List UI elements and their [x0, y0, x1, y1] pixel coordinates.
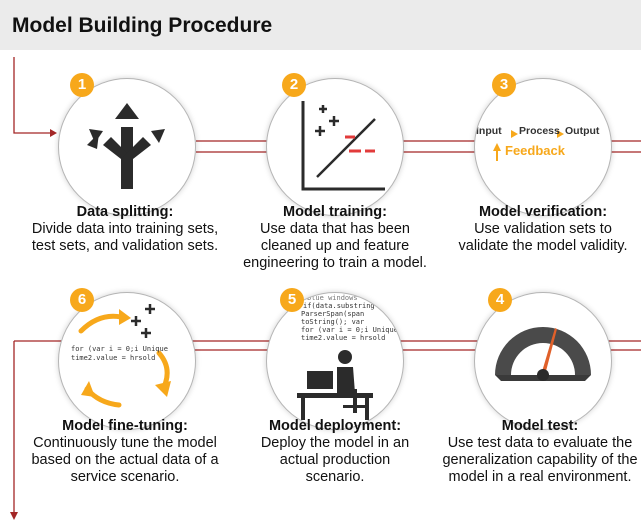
step-3-circle: Input Process Output Feedback	[474, 78, 612, 216]
step-4-text: Model test: Use test data to evaluate th…	[440, 418, 640, 486]
step-6-code-line-1: for (var i = 0;i Unique	[71, 345, 168, 353]
step-6-code-line-2: time2.value = hrsold	[71, 354, 156, 362]
header-bar: Model Building Procedure	[0, 0, 641, 50]
step-1-title: Data splitting:	[76, 204, 174, 220]
step-5-badge: 5	[280, 288, 304, 312]
step-2-description: Use data that has been cleaned up and fe…	[243, 221, 427, 271]
step-6-text: Model fine-tuning: Continuously tune the…	[30, 418, 220, 486]
step-6-description: Continuously tune the model based on the…	[31, 435, 219, 485]
step-6-badge: 6	[70, 288, 94, 312]
flow-feedback-label: Feedback	[505, 143, 565, 158]
step-3-description: Use validation sets to validate the mode…	[458, 221, 628, 254]
step-3-title: Model verification:	[478, 204, 608, 220]
entry-connector	[13, 57, 50, 134]
step-2-circle	[266, 78, 404, 216]
gauge-icon	[495, 327, 591, 381]
step-1-circle	[58, 78, 196, 216]
step-3-badge: 3	[492, 73, 516, 97]
step-6-title: Model fine-tuning:	[62, 418, 188, 434]
cycle-arrows-icon	[78, 304, 171, 408]
split-arrows-icon	[87, 103, 165, 189]
step-2-badge: 2	[282, 73, 306, 97]
step-4-title: Model test:	[501, 418, 579, 434]
step-4-circle	[474, 292, 612, 430]
step-1-text: Data splitting: Divide data into trainin…	[30, 204, 220, 255]
plus-minus-plot-icon	[301, 101, 385, 191]
step-6-circle: for (var i = 0;i Unique time2.value = hr…	[58, 292, 196, 430]
step-2-text: Model training: Use data that has been c…	[240, 204, 430, 272]
step-5-code-line-2: if(data.substring	[303, 302, 375, 310]
step-5-code-line-3: ParserSpan(span	[301, 310, 365, 318]
step-4-badge: 4	[488, 288, 512, 312]
step-1-description: Divide data into training sets, test set…	[31, 221, 219, 254]
page-title: Model Building Procedure	[12, 14, 273, 37]
step-5-code-line-5: for (var i = 0;i Unique	[301, 326, 398, 334]
step-5-text: Model deployment: Deploy the model in an…	[250, 418, 420, 486]
flow-output-label: Output	[565, 125, 600, 137]
step-5-code-line-6: time2.value = hrsold	[301, 334, 386, 342]
flow-input-label: Input	[476, 125, 502, 137]
step-2-title: Model training:	[283, 204, 387, 220]
entry-arrowhead	[50, 129, 57, 137]
step-5-description: Deploy the model in an actual production…	[260, 435, 410, 485]
input-process-output-icon	[493, 130, 564, 161]
step-5-title: Model deployment:	[268, 418, 402, 434]
exit-arrowhead	[10, 512, 18, 520]
developer-at-desk-icon	[297, 350, 373, 420]
step-4-description: Use test data to evaluate the generaliza…	[442, 435, 638, 485]
step-5-code-line-4: toString(); var	[301, 318, 365, 326]
step-5-circle: blue windows if(data.substring ParserSpa…	[266, 292, 404, 430]
step-1-badge: 1	[70, 73, 94, 97]
flow-process-label: Process	[519, 125, 560, 137]
step-3-text: Model verification: Use validation sets …	[448, 204, 638, 255]
step-5-code-line-1: blue windows	[307, 294, 358, 302]
